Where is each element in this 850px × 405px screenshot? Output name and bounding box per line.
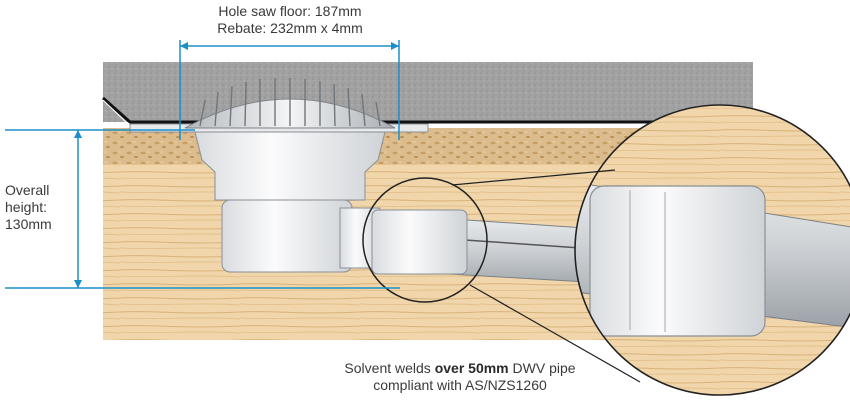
overall-height-line2: height: [5, 199, 48, 215]
note-post: DWV pipe [508, 360, 576, 376]
membrane-line [102, 96, 753, 125]
overall-height-line1: Overall [5, 182, 50, 198]
hole-saw-dimension [179, 40, 400, 140]
magnifier-circle-icon [574, 104, 850, 396]
small-detail-circle [362, 177, 488, 303]
solvent-weld-note: Solvent welds over 50mm DWV pipe complia… [300, 360, 620, 394]
note-line1: Solvent welds over 50mm DWV pipe [300, 360, 620, 377]
floor-waste-grate-icon [129, 78, 429, 133]
rebate-text: Rebate: 232mm x 4mm [217, 20, 363, 36]
tile-layer [103, 62, 753, 122]
note-bold: over 50mm [434, 360, 509, 376]
hole-saw-text: Hole saw floor: 187mm [218, 3, 362, 19]
overall-height-line3: 130mm [5, 216, 52, 232]
hole-saw-label: Hole saw floor: 187mm Rebate: 232mm x 4m… [160, 3, 420, 37]
overall-height-label: Overall height: 130mm [5, 182, 52, 233]
zoom-connector-lines [451, 169, 641, 383]
overall-height-dimension [5, 129, 400, 289]
note-line2: compliant with AS/NZS1260 [373, 377, 547, 393]
note-pre: Solvent welds [344, 360, 435, 376]
drain-body [194, 131, 386, 273]
